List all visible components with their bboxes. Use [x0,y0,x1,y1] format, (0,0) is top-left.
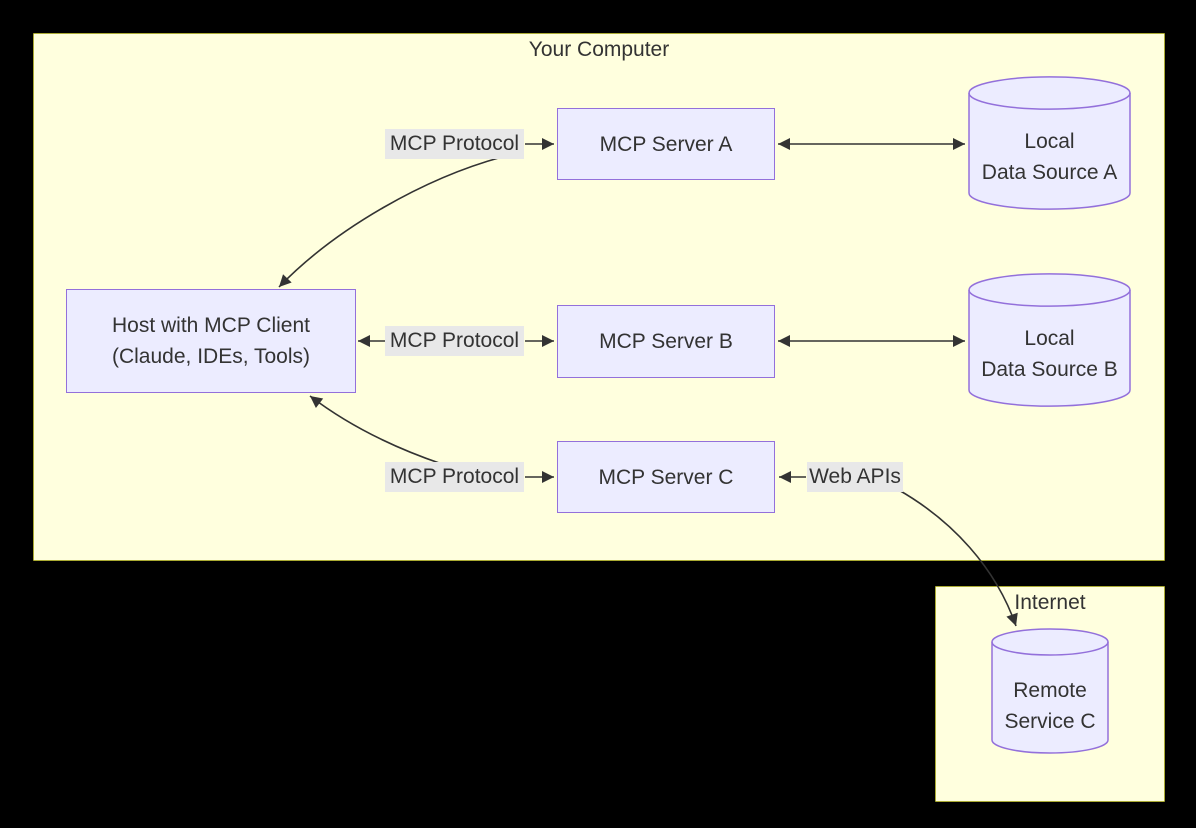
node-local-data-source-b: Local Data Source B [968,273,1131,407]
group-title-internet: Internet [1014,591,1086,614]
node-local-data-source-a: Local Data Source A [968,76,1131,210]
cylinder-shape-c [991,628,1109,754]
cylinder-shape-a [968,76,1131,210]
node-host: Host with MCP Client (Claude, IDEs, Tool… [66,289,356,393]
node-data-b-label-line1: Local [1024,327,1075,350]
node-mcp-server-c: MCP Server C [557,441,775,513]
node-mcp-server-a: MCP Server A [557,108,775,180]
node-remote-c-label-line2: Service C [1004,710,1096,733]
edge-label-mcp-protocol-b: MCP Protocol [385,326,524,356]
node-remote-service-c: Remote Service C [991,628,1109,754]
node-remote-c-label-line1: Remote [1013,679,1087,702]
node-mcp-server-b-label: MCP Server B [599,330,733,353]
cylinder-shape-b [968,273,1131,407]
node-data-a-label-line1: Local [1024,130,1075,153]
node-data-b-label-line2: Data Source B [981,358,1118,381]
edge-label-web-apis: Web APIs [807,462,903,492]
node-mcp-server-c-label: MCP Server C [598,465,734,489]
group-title-your-computer: Your Computer [528,38,670,61]
node-data-a-label-line2: Data Source A [981,161,1118,184]
edge-label-mcp-protocol-a: MCP Protocol [385,129,524,159]
node-mcp-server-a-label: MCP Server A [599,132,733,156]
node-host-label-line1: Host with MCP Client [111,314,310,337]
edge-label-mcp-protocol-c: MCP Protocol [385,462,524,492]
node-host-label-line2: (Claude, IDEs, Tools) [111,345,311,368]
node-mcp-server-b: MCP Server B [557,305,775,378]
